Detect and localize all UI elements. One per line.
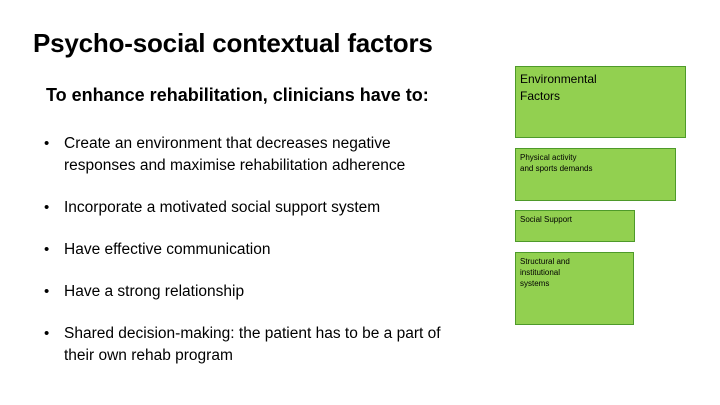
bullet-item-relationship: Have a strong relationship [44, 281, 464, 303]
physical-activity-label: Physical activity and sports demands [520, 153, 593, 173]
bullet-item-shared-decision: Shared decision-making: the patient has … [44, 323, 464, 367]
slide-subtitle: To enhance rehabilitation, clinicians ha… [46, 85, 429, 105]
structural-systems-label: Structural and institutional systems [520, 257, 570, 288]
social-support-label: Social Support [520, 215, 573, 224]
slide-title: Psycho-social contextual factors [33, 28, 433, 58]
bullet-list: Create an environment that decreases neg… [44, 133, 464, 387]
environmental-factors-label: Environmental Factors [520, 72, 597, 103]
physical-activity-box: Physical activity and sports demands [515, 148, 676, 201]
environmental-factors-box: Environmental Factors [515, 66, 686, 138]
bullet-item-environment: Create an environment that decreases neg… [44, 133, 464, 177]
bullet-item-communication: Have effective communication [44, 239, 464, 261]
social-support-box: Social Support [515, 210, 635, 242]
structural-systems-box: Structural and institutional systems [515, 252, 634, 325]
bullet-item-social-support: Incorporate a motivated social support s… [44, 197, 464, 219]
